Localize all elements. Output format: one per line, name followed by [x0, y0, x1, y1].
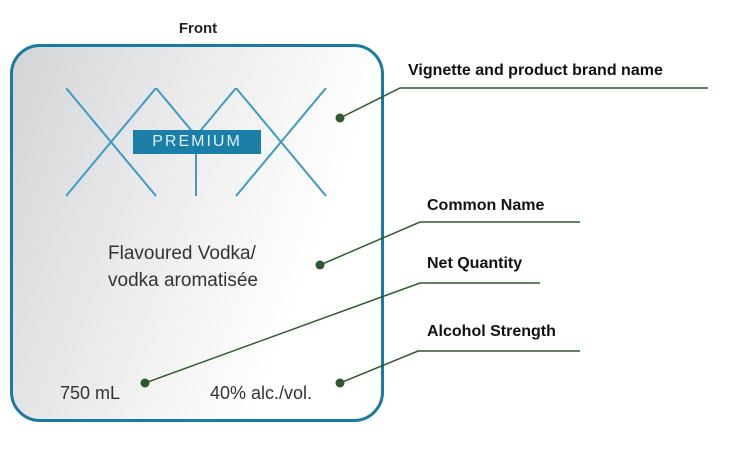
leader-common-name: [319, 221, 580, 266]
logo-stroke: [235, 88, 327, 197]
net-quantity-text: 750 mL: [60, 383, 121, 403]
logo-stroke: [195, 88, 237, 137]
leader-dot-net-quantity: [140, 378, 150, 388]
callout-brand-label: Vignette and product brand name: [408, 62, 663, 79]
leader-net-quantity: [144, 282, 540, 384]
leader-dot-alcohol-strength: [335, 378, 345, 388]
alcohol-strength-text: 40% alc./vol.: [210, 383, 313, 403]
callout-common-name-label: Common Name: [427, 197, 545, 214]
common-name-french: vodka aromatisée: [108, 270, 258, 291]
front-title: Front: [178, 20, 218, 37]
bottle-label-front: [10, 44, 384, 422]
callout-alcohol-strength-label: Alcohol Strength: [427, 323, 556, 340]
callout-net-quantity-label: Net Quantity: [427, 255, 523, 272]
logo-stroke: [155, 88, 197, 137]
common-name-text: Flavoured Vodka/ vodka aromatisée: [108, 240, 348, 294]
leader-dot-common-name: [315, 260, 325, 270]
leader-brand: [339, 87, 708, 119]
premium-badge: PREMIUM: [133, 130, 261, 154]
logo-stroke: [66, 88, 157, 197]
leader-alcohol-strength: [339, 350, 580, 384]
common-name-english: Flavoured Vodka/: [108, 243, 256, 264]
leader-dot-brand: [335, 113, 345, 123]
